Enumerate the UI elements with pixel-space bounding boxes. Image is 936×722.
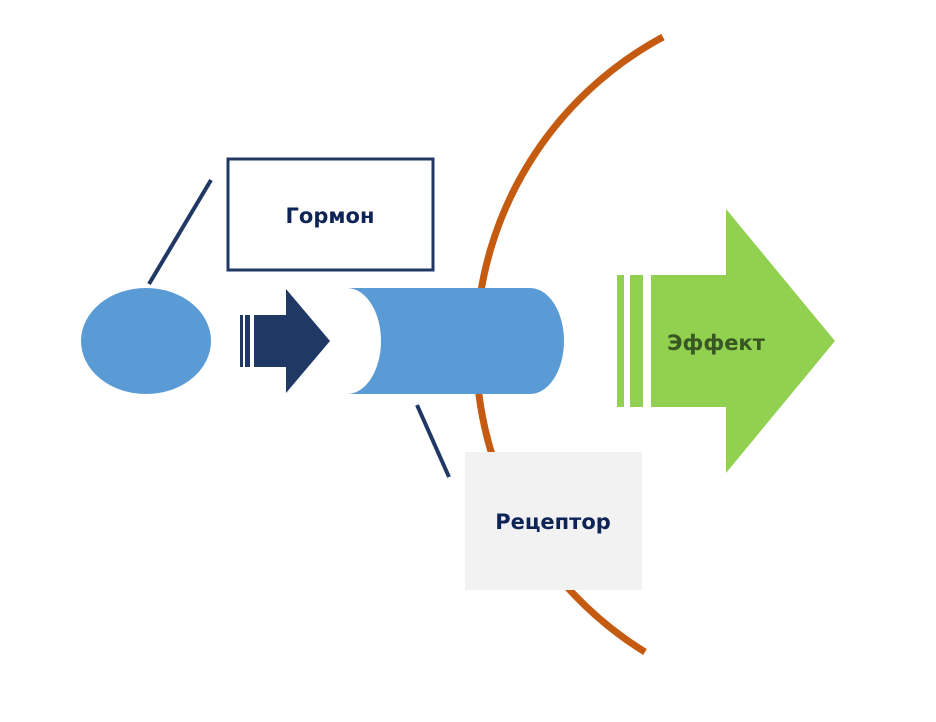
effect-label: Эффект [667,331,766,355]
receptor-callout-box [465,452,642,590]
receptor-callout-label: Рецептор [495,510,611,534]
hormone-callout-label: Гормон [286,204,375,228]
effect-arrow-stripe [617,275,624,407]
hormone-callout: Гормон [226,157,435,272]
hormone-callout-box [226,157,435,272]
receptor-callout: Рецептор [465,452,642,590]
effect-arrow-stripe [630,275,643,407]
binding-arrow-stripe [245,315,250,367]
receptor-cylinder-body [347,288,564,394]
effect-arrow-body [651,209,835,473]
binding-arrow-stripe [240,315,243,367]
receptor-callout-connector [415,404,451,478]
effect-arrow: Эффект [617,209,835,473]
hormone-callout-connector [147,178,213,286]
binding-arrow [240,289,330,393]
binding-arrow-body [254,289,330,393]
hormone-ellipse [81,288,211,394]
receptor-cylinder [347,288,564,394]
